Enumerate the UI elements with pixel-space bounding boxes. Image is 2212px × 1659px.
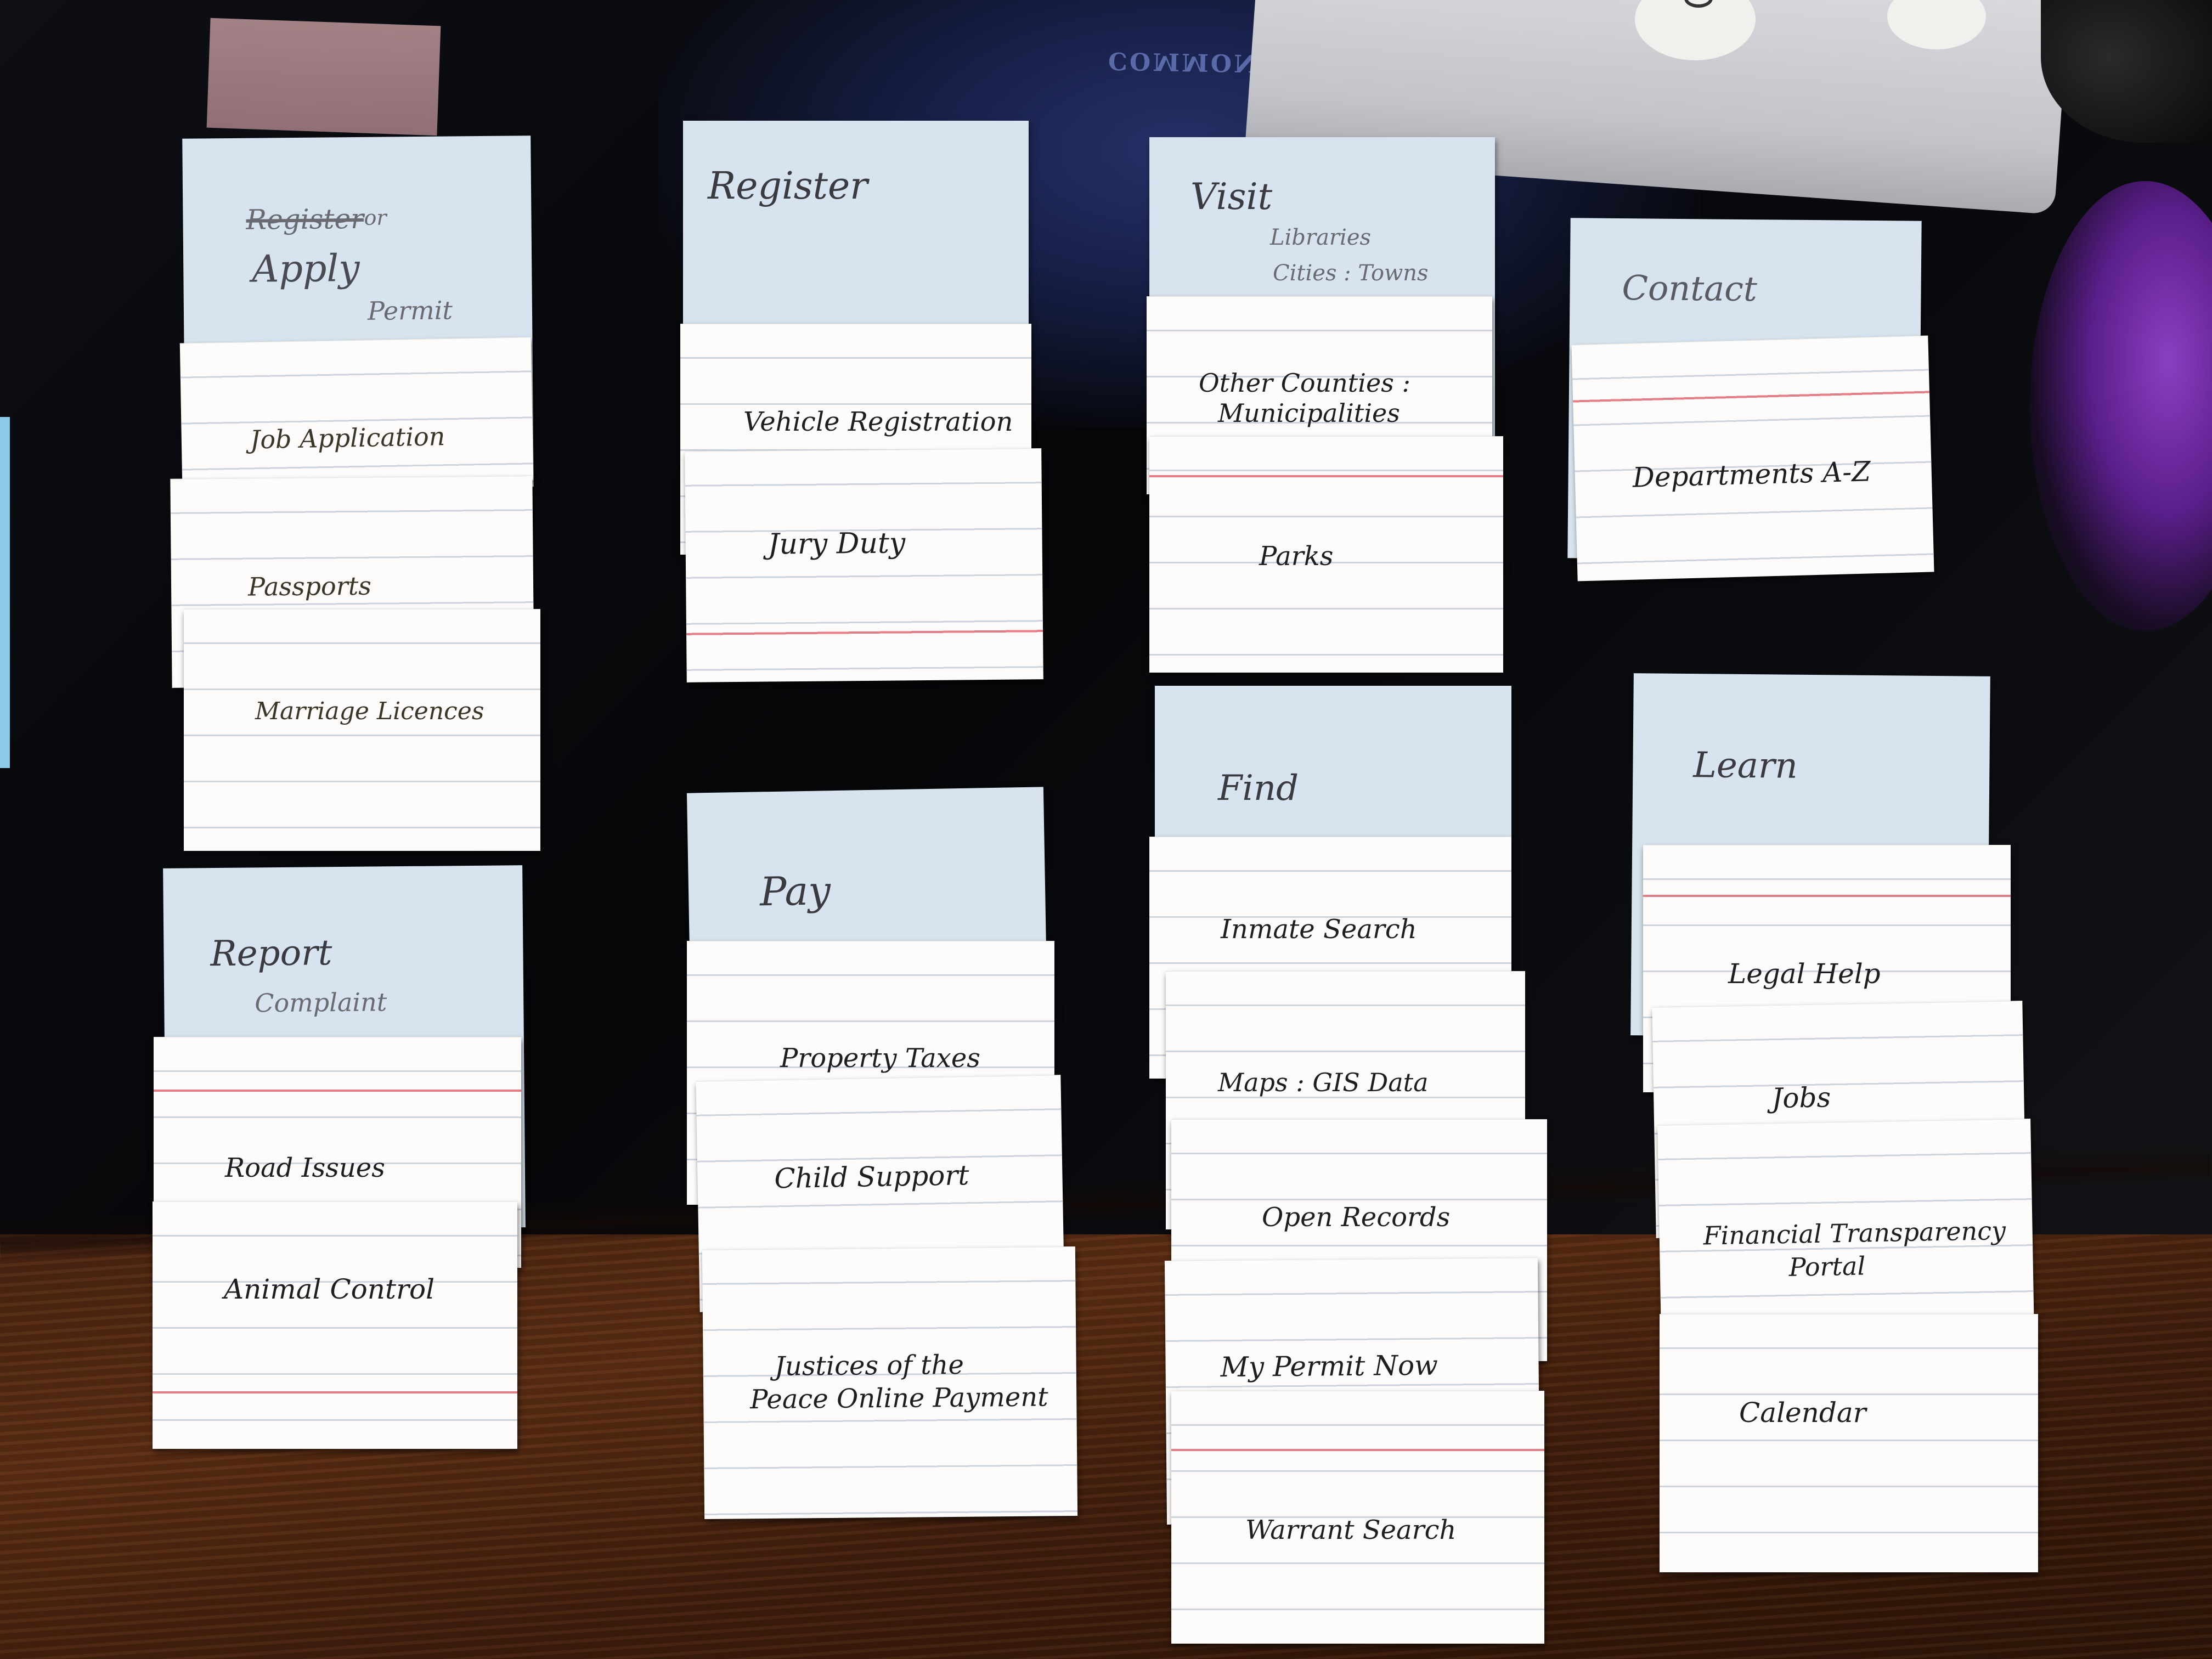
card-departments-a-z: Departments A-Z	[1571, 335, 1934, 582]
header-subtitle: Complaint	[255, 987, 387, 1018]
card-label: Road Issues	[225, 1153, 385, 1183]
header-title: Visit	[1190, 176, 1273, 218]
header-title: Learn	[1693, 745, 1798, 787]
card-job-application: Job Application	[179, 337, 534, 487]
card-label: My Permit Now	[1220, 1349, 1438, 1384]
card-label: Legal Help	[1728, 958, 1881, 990]
card-calendar: Calendar	[1660, 1314, 2038, 1572]
header-title: Contact	[1622, 268, 1758, 309]
crossed-out-label: Register	[246, 202, 364, 236]
card-label-line2: Peace Online Payment	[750, 1381, 1048, 1415]
header-title: Report	[210, 933, 332, 975]
purple-glass-object	[2030, 181, 2212, 631]
card-parks: Parks	[1149, 436, 1503, 673]
card-label-line2: Municipalities	[1218, 398, 1400, 428]
card-marriage-licences: Marriage Licences	[184, 609, 540, 851]
card-label: Calendar	[1739, 1397, 1866, 1429]
header-title: Pay	[759, 867, 831, 915]
header-title: Find	[1218, 768, 1299, 809]
card-label: Child Support	[774, 1159, 969, 1195]
header-sub-libraries: Libraries	[1270, 225, 1372, 250]
card-jury-duty: Jury Duty	[685, 448, 1043, 682]
card-label: Animal Control	[224, 1273, 435, 1305]
card-label: Justices of the	[774, 1349, 964, 1382]
header-title: Apply	[251, 246, 360, 291]
card-label: Vehicle Registration	[743, 407, 1013, 437]
blue-sticky-note	[0, 417, 10, 768]
header-suffix: or	[364, 205, 387, 230]
card-label: Open Records	[1262, 1202, 1451, 1233]
card-label: Passports	[247, 571, 372, 602]
card-label: Marriage Licences	[255, 697, 484, 725]
card-label: Maps : GIS Data	[1218, 1068, 1429, 1097]
card-label: Departments A-Z	[1632, 455, 1871, 494]
card-justices-of-the-peace: Justices of the Peace Online Payment	[702, 1246, 1078, 1519]
card-label: Parks	[1259, 541, 1334, 572]
header-subtitle: Permit	[367, 295, 453, 326]
card-label: Financial Transparency	[1703, 1215, 2006, 1251]
header-sub-cities-towns: Cities : Towns	[1273, 261, 1429, 286]
card-label: Jury Duty	[768, 527, 906, 561]
header-title: Register	[708, 165, 868, 208]
card-label: Jobs	[1771, 1081, 1831, 1115]
pink-reflection	[206, 18, 441, 136]
card-animal-control: Animal Control	[153, 1201, 517, 1449]
card-label: Property Taxes	[780, 1043, 980, 1074]
card-warrant-search: Warrant Search	[1171, 1391, 1544, 1644]
card-label: Job Application	[250, 421, 445, 455]
card-label: Inmate Search	[1221, 914, 1417, 945]
card-label: Other Counties :	[1199, 368, 1410, 398]
card-label: Warrant Search	[1245, 1515, 1457, 1545]
card-label-line2: Portal	[1788, 1251, 1866, 1282]
